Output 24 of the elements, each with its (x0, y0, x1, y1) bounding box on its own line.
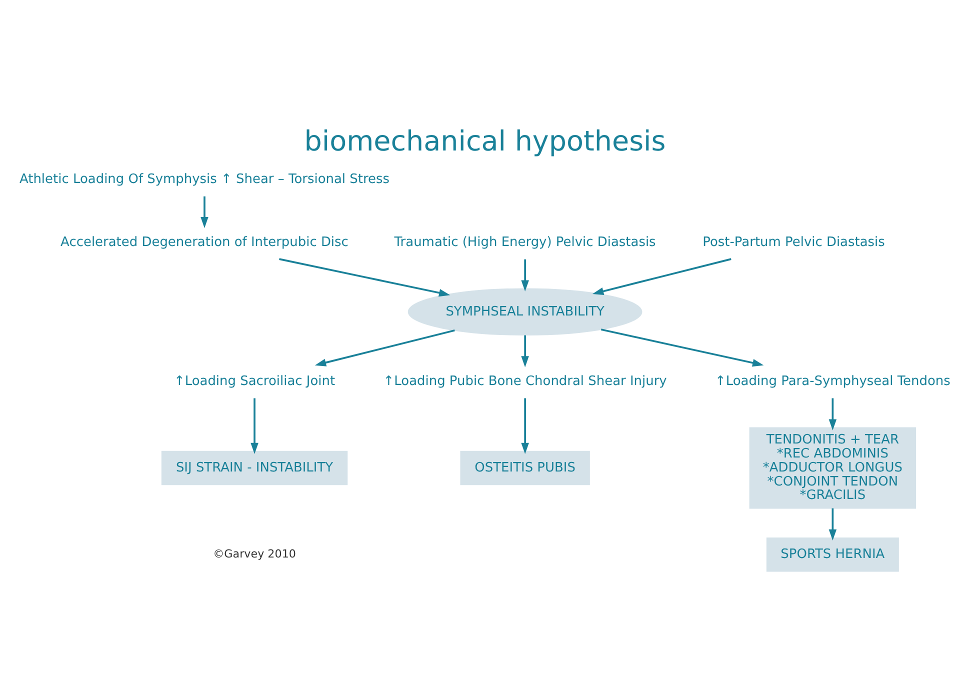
arrow (828, 508, 837, 540)
arrow (521, 398, 529, 454)
node-text: Athletic Loading Of Symphysis ↑ Shear – Torsional Stress (19, 171, 390, 186)
node-box: SPORTS HERNIA (766, 536, 899, 572)
node-text: Post-Partum Pelvic Diastasis (702, 234, 885, 250)
arrow (600, 328, 764, 366)
arrow (250, 398, 258, 454)
arrow (200, 196, 208, 228)
arrow (521, 334, 529, 367)
arrow (592, 258, 732, 295)
node-text: Traumatic (High Energy) Pelvic Diastasis (394, 234, 656, 250)
arrow (279, 258, 450, 296)
node-box: TENDONITIS + TEAR *REC ABDOMINIS *ADDUCTOR LONGUS *CONJOINT TENDON *GRACILIS (749, 426, 916, 508)
node-text: ↑Loading Sacroiliac Joint (174, 373, 336, 388)
arrow (828, 398, 837, 430)
arrow (521, 258, 529, 291)
node-box: OSTEITIS PUBIS (460, 450, 590, 485)
label: ©Garvey 2010 (213, 546, 296, 560)
diagram-title: biomechanical hypothesis (304, 124, 666, 158)
node-text: ↑Loading Para-Symphyseal Tendons (714, 373, 950, 388)
node-text: ↑Loading Pubic Bone Chondral Shear Injury (383, 373, 667, 388)
node-text: Accelerated Degeneration of Interpubic Disc (60, 234, 348, 250)
arrow (314, 328, 455, 366)
node-box: SIJ STRAIN - INSTABILITY (161, 450, 348, 485)
